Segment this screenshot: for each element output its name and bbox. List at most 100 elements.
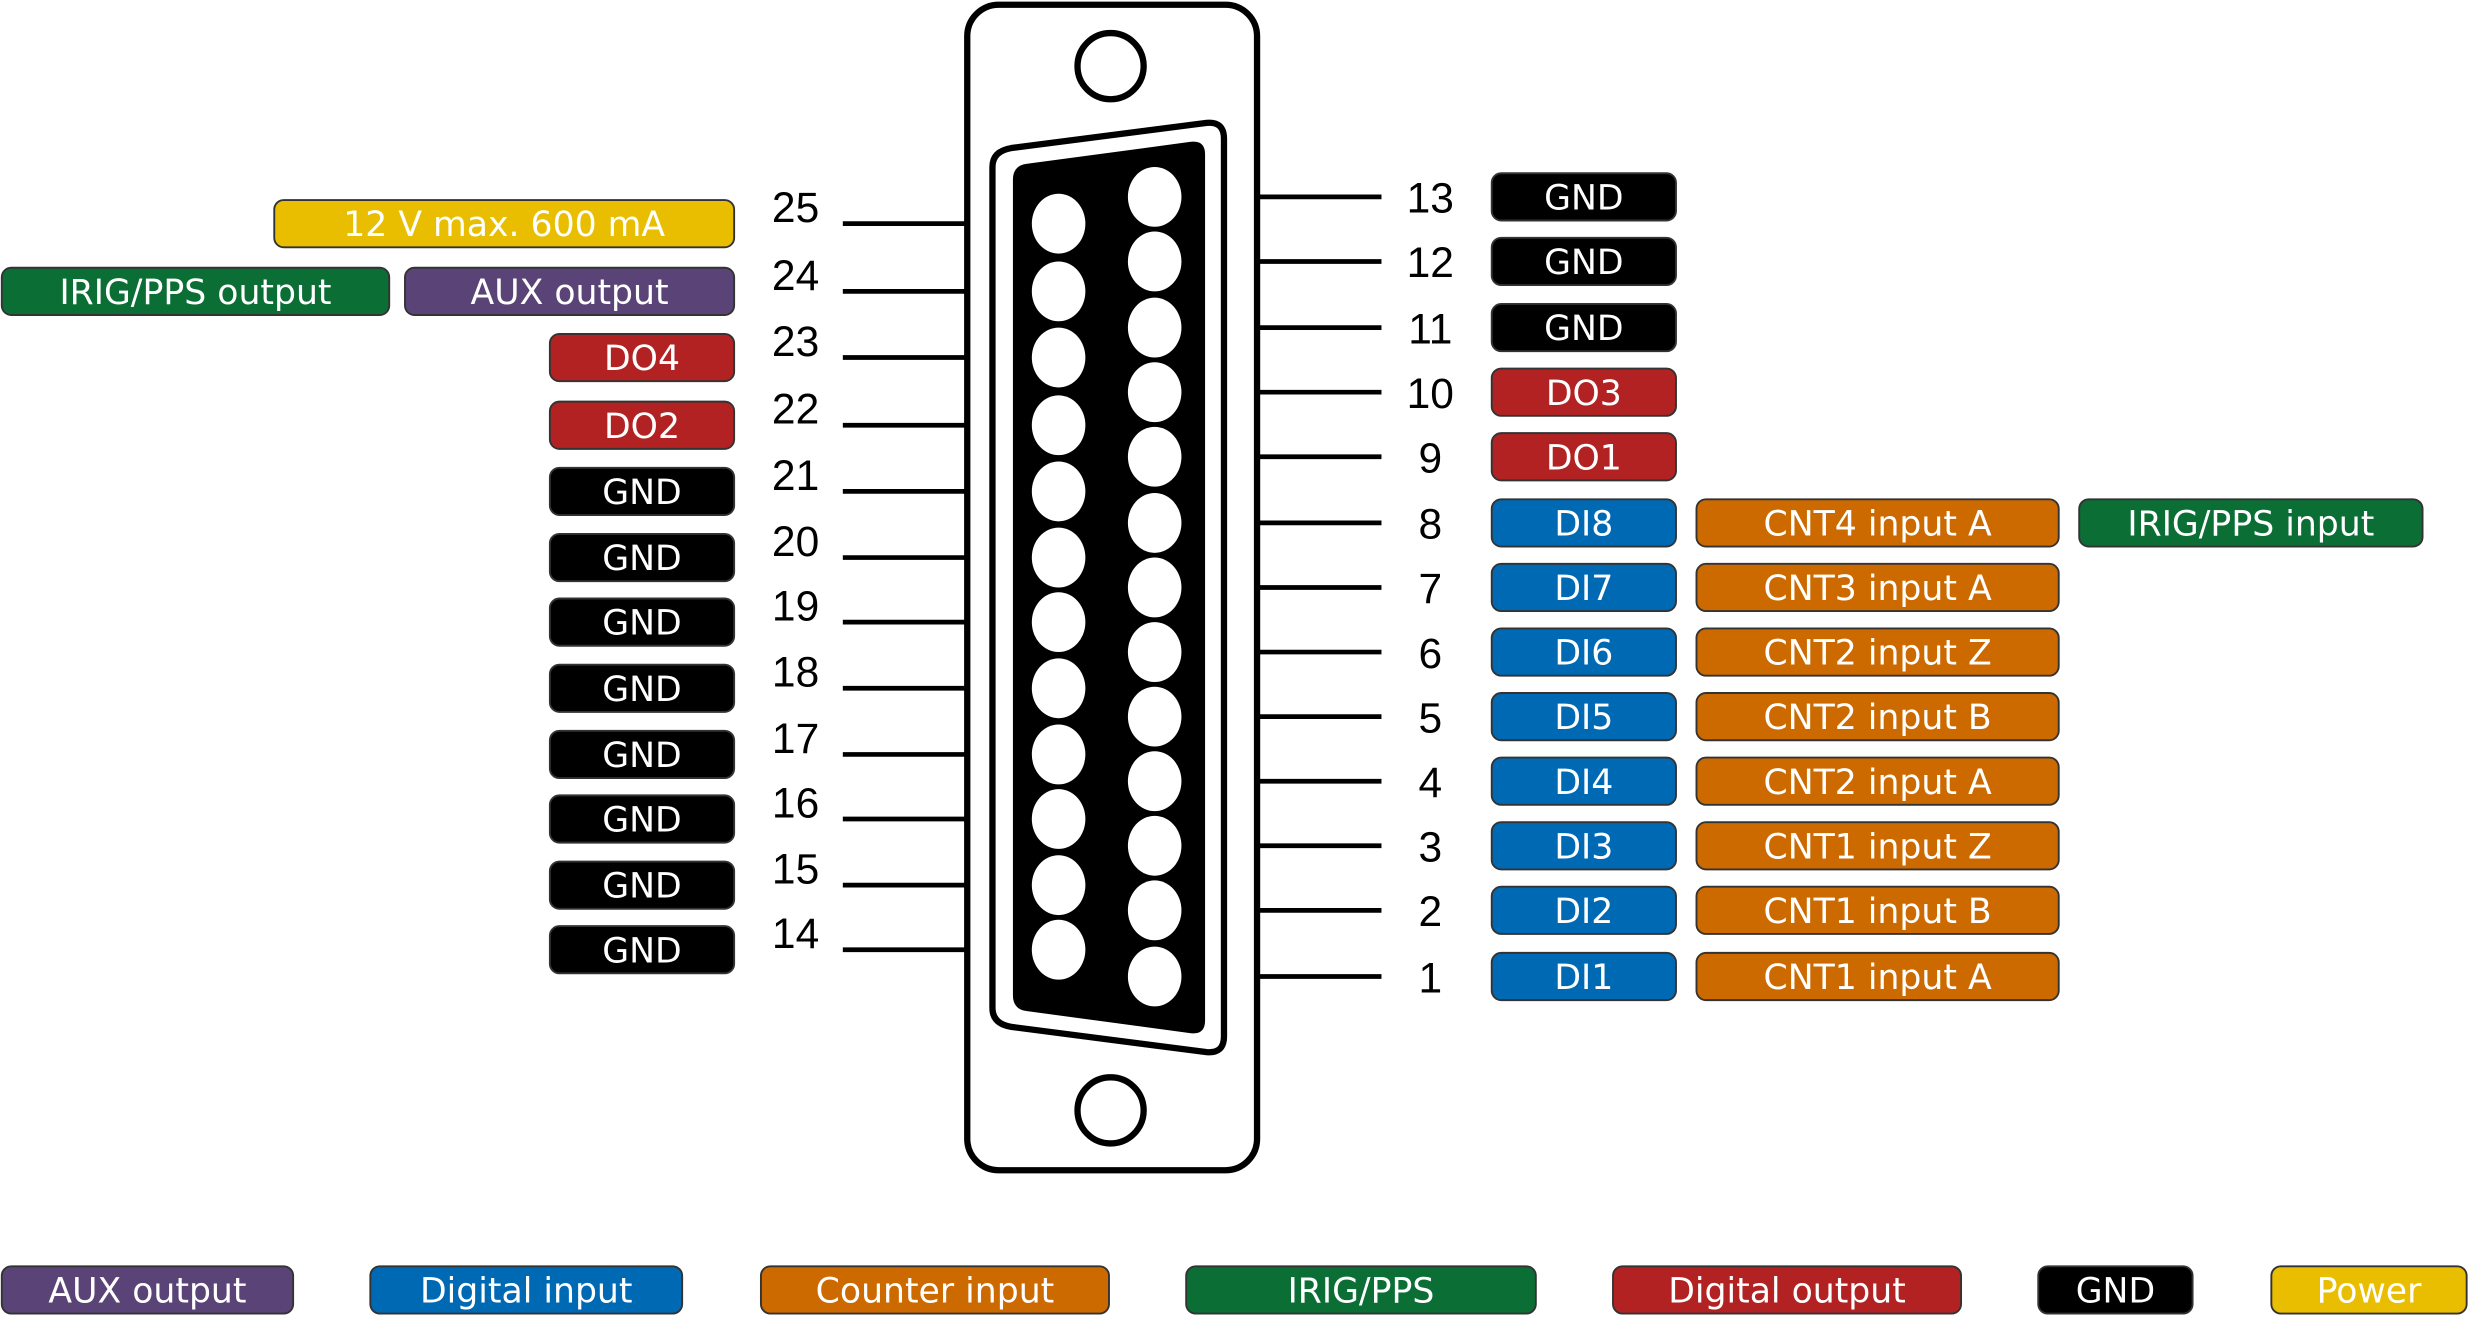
pin-2-label-di: DI2 — [1490, 885, 1677, 935]
pin-5-label-cnt-bg — [1695, 692, 2060, 742]
pin-11-label-gnd-bg — [1490, 303, 1677, 353]
pin-22-label-do-text: DO2 — [604, 407, 680, 447]
pin-11-label-gnd-text: GND — [1544, 309, 1623, 349]
pin-1-label-cnt-bg — [1695, 951, 2060, 1002]
pin-23-label-do-text: DO4 — [604, 339, 680, 379]
pin-number-21: 21 — [772, 453, 819, 500]
pin-12-label-gnd-text: GND — [1544, 243, 1623, 283]
pin-16-label-gnd-bg — [548, 794, 736, 844]
pin-2-label-di-bg — [1490, 885, 1677, 935]
legend-item-irig: IRIG/PPS — [1185, 1265, 1537, 1315]
pin-1-label-cnt: CNT1 input A — [1695, 951, 2060, 1002]
pin-15-label-gnd-bg — [548, 860, 736, 910]
pin-hole-24 — [1031, 261, 1086, 322]
pin-number-19: 19 — [772, 584, 819, 631]
legend-item-power-bg — [2270, 1265, 2468, 1315]
pin-14-label-gnd-text: GND — [602, 931, 681, 971]
pin-9-label-do-bg — [1490, 432, 1677, 482]
pin-7-label-cnt-bg — [1695, 562, 2060, 613]
legend-item-gnd-text: GND — [2076, 1271, 2155, 1311]
pin-hole-1 — [1127, 946, 1182, 1007]
pin-6-label-cnt: CNT2 input Z — [1695, 627, 2060, 677]
legend-item-do-text: Digital output — [1668, 1271, 1906, 1311]
pin-21-label-gnd: GND — [548, 466, 736, 516]
pin-1-label-cnt-text: CNT1 input A — [1764, 958, 1992, 998]
pin-hole-15 — [1031, 855, 1086, 916]
pin-3-label-cnt: CNT1 input Z — [1695, 821, 2060, 871]
pin-22-label-do: DO2 — [548, 400, 736, 450]
pin-number-12: 12 — [1407, 240, 1454, 287]
pin-19-label-gnd-text: GND — [602, 604, 681, 644]
pin-7-label-di-text: DI7 — [1554, 569, 1613, 609]
pin-number-5: 5 — [1418, 695, 1442, 742]
pin-20-label-gnd-text: GND — [602, 539, 681, 579]
legend-item-cnt: Counter input — [759, 1265, 1110, 1315]
pin-number-7: 7 — [1418, 566, 1442, 613]
pin-8-label-irig: IRIG/PPS input — [2078, 498, 2424, 548]
pin-number-3: 3 — [1418, 825, 1442, 872]
pin-hole-19 — [1031, 592, 1086, 653]
legend-item-aux: AUX output — [0, 1265, 295, 1315]
pin-hole-20 — [1031, 527, 1086, 588]
pin-number-8: 8 — [1418, 502, 1442, 549]
pin-8-label-di-bg — [1490, 498, 1677, 548]
legend-item-gnd: GND — [2037, 1265, 2194, 1315]
pin-24-label-irig: IRIG/PPS output — [0, 266, 391, 316]
pin-24-label-irig-text: IRIG/PPS output — [59, 273, 331, 313]
legend-item-di-text: Digital input — [420, 1271, 632, 1311]
pin-4-label-di-bg — [1490, 756, 1677, 806]
pin-4-label-di-text: DI4 — [1554, 763, 1613, 803]
pin-hole-18 — [1031, 658, 1086, 719]
pin-4-label-cnt-bg — [1695, 756, 2060, 806]
pin-number-25: 25 — [772, 185, 819, 232]
pin-7-label-cnt: CNT3 input A — [1695, 562, 2060, 613]
pin-14-label-gnd-bg — [548, 925, 736, 975]
pin-number-4: 4 — [1418, 760, 1442, 807]
mounting-hole-bottom — [1074, 1074, 1147, 1147]
pin-16-label-gnd-text: GND — [602, 801, 681, 841]
pin-3-label-cnt-text: CNT1 input Z — [1764, 827, 1992, 867]
pin-number-20: 20 — [772, 519, 819, 566]
pin-15-label-gnd: GND — [548, 860, 736, 910]
pin-number-14: 14 — [772, 911, 819, 958]
pin-hole-16 — [1031, 789, 1086, 849]
legend-item-aux-text: AUX output — [48, 1271, 246, 1311]
pin-10-label-do: DO3 — [1490, 367, 1677, 417]
pin-23-label-do: DO4 — [548, 332, 736, 383]
pin-17-label-gnd-text: GND — [602, 736, 681, 776]
pin-14-label-gnd: GND — [548, 925, 736, 975]
pin-17-label-gnd-bg — [548, 729, 736, 779]
pin-5-label-di: DI5 — [1490, 692, 1677, 742]
pin-number-11: 11 — [1408, 306, 1452, 353]
pin-8-label-cnt: CNT4 input A — [1695, 498, 2060, 548]
pin-number-15: 15 — [772, 847, 819, 894]
pin-hole-25 — [1031, 193, 1086, 254]
pin-11-label-gnd: GND — [1490, 303, 1677, 353]
pin-number-23: 23 — [772, 319, 819, 366]
pin-3-label-cnt-bg — [1695, 821, 2060, 871]
pin-3-label-di-text: DI3 — [1554, 827, 1613, 867]
pin-hole-7 — [1127, 557, 1182, 618]
pin-2-label-di-text: DI2 — [1554, 892, 1613, 932]
pin-5-label-di-bg — [1490, 692, 1677, 742]
pin-18-label-gnd-bg — [548, 663, 736, 713]
pin-2-label-cnt-text: CNT1 input B — [1763, 892, 1991, 932]
pin-hole-22 — [1031, 395, 1086, 456]
pin-hole-23 — [1031, 327, 1086, 388]
pin-7-label-di: DI7 — [1490, 562, 1677, 613]
pin-20-label-gnd-bg — [548, 532, 736, 583]
pin-1-label-di-text: DI1 — [1554, 958, 1613, 998]
pin-hole-12 — [1127, 231, 1182, 292]
pin-12-label-gnd-bg — [1490, 236, 1677, 287]
db25-connector — [964, 1, 1261, 1174]
pin-10-label-do-text: DO3 — [1546, 374, 1622, 414]
pin-number-18: 18 — [772, 650, 819, 697]
pin-9-label-do: DO1 — [1490, 432, 1677, 482]
pin-1-label-di-bg — [1490, 951, 1677, 1002]
pin-4-label-di: DI4 — [1490, 756, 1677, 806]
pin-25-label-power-bg — [273, 199, 736, 249]
pin-8-label-di-text: DI8 — [1554, 504, 1613, 544]
pin-number-1: 1 — [1418, 955, 1442, 1002]
pin-9-label-do-text: DO1 — [1546, 438, 1622, 478]
